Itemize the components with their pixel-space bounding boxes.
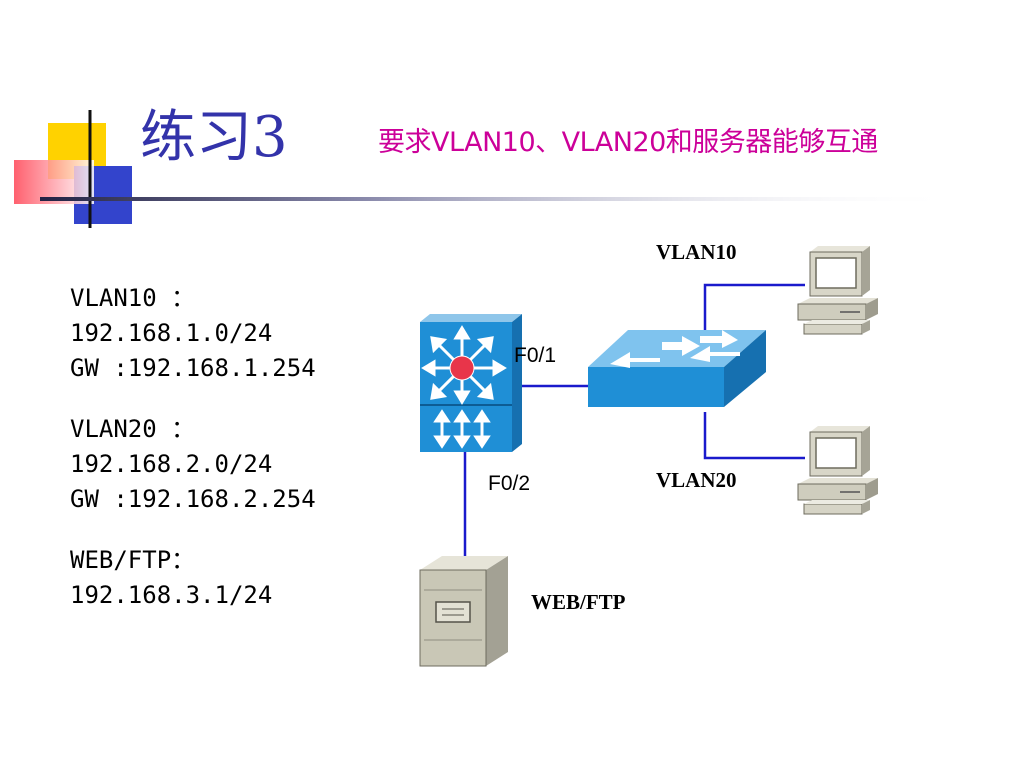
vlan10-title: VLAN10 ： xyxy=(70,284,196,312)
slide-decoration xyxy=(14,110,960,228)
vlan20-gateway: GW :192.168.2.254 xyxy=(70,485,316,513)
vlan10-label: VLAN10 xyxy=(656,240,737,264)
vlan10-gateway: GW :192.168.1.254 xyxy=(70,354,316,382)
vlan10-subnet: 192.168.1.0/24 xyxy=(70,319,273,347)
switch-icon xyxy=(588,330,766,407)
server-label: WEB/FTP xyxy=(531,590,626,614)
network-info: VLAN10 ： 192.168.1.0/24 GW :192.168.1.25… xyxy=(70,281,390,613)
vlan20-subnet: 192.168.2.0/24 xyxy=(70,450,273,478)
vlan20-title: VLAN20 ： xyxy=(70,415,196,443)
port-f0-2-label: F0/2 xyxy=(488,472,531,495)
multilayer-switch-icon xyxy=(420,314,522,452)
server-address: 192.168.3.1/24 xyxy=(70,581,273,609)
port-f0-1-label: F0/1 xyxy=(514,344,557,367)
slide-subtitle: 要求VLAN10、VLAN20和服务器能够互通 xyxy=(378,127,878,158)
slide-title: 练习3 xyxy=(140,105,288,170)
pc-icon xyxy=(797,245,879,335)
network-links xyxy=(463,283,805,560)
link-switch-to-vlan10-pc xyxy=(703,283,805,342)
link-switch-to-vlan20-pc xyxy=(703,412,805,460)
pc-icon xyxy=(797,425,879,515)
vlan20-label: VLAN20 xyxy=(656,468,737,492)
server-icon xyxy=(419,556,508,667)
server-title: WEB/FTP： xyxy=(70,546,196,574)
